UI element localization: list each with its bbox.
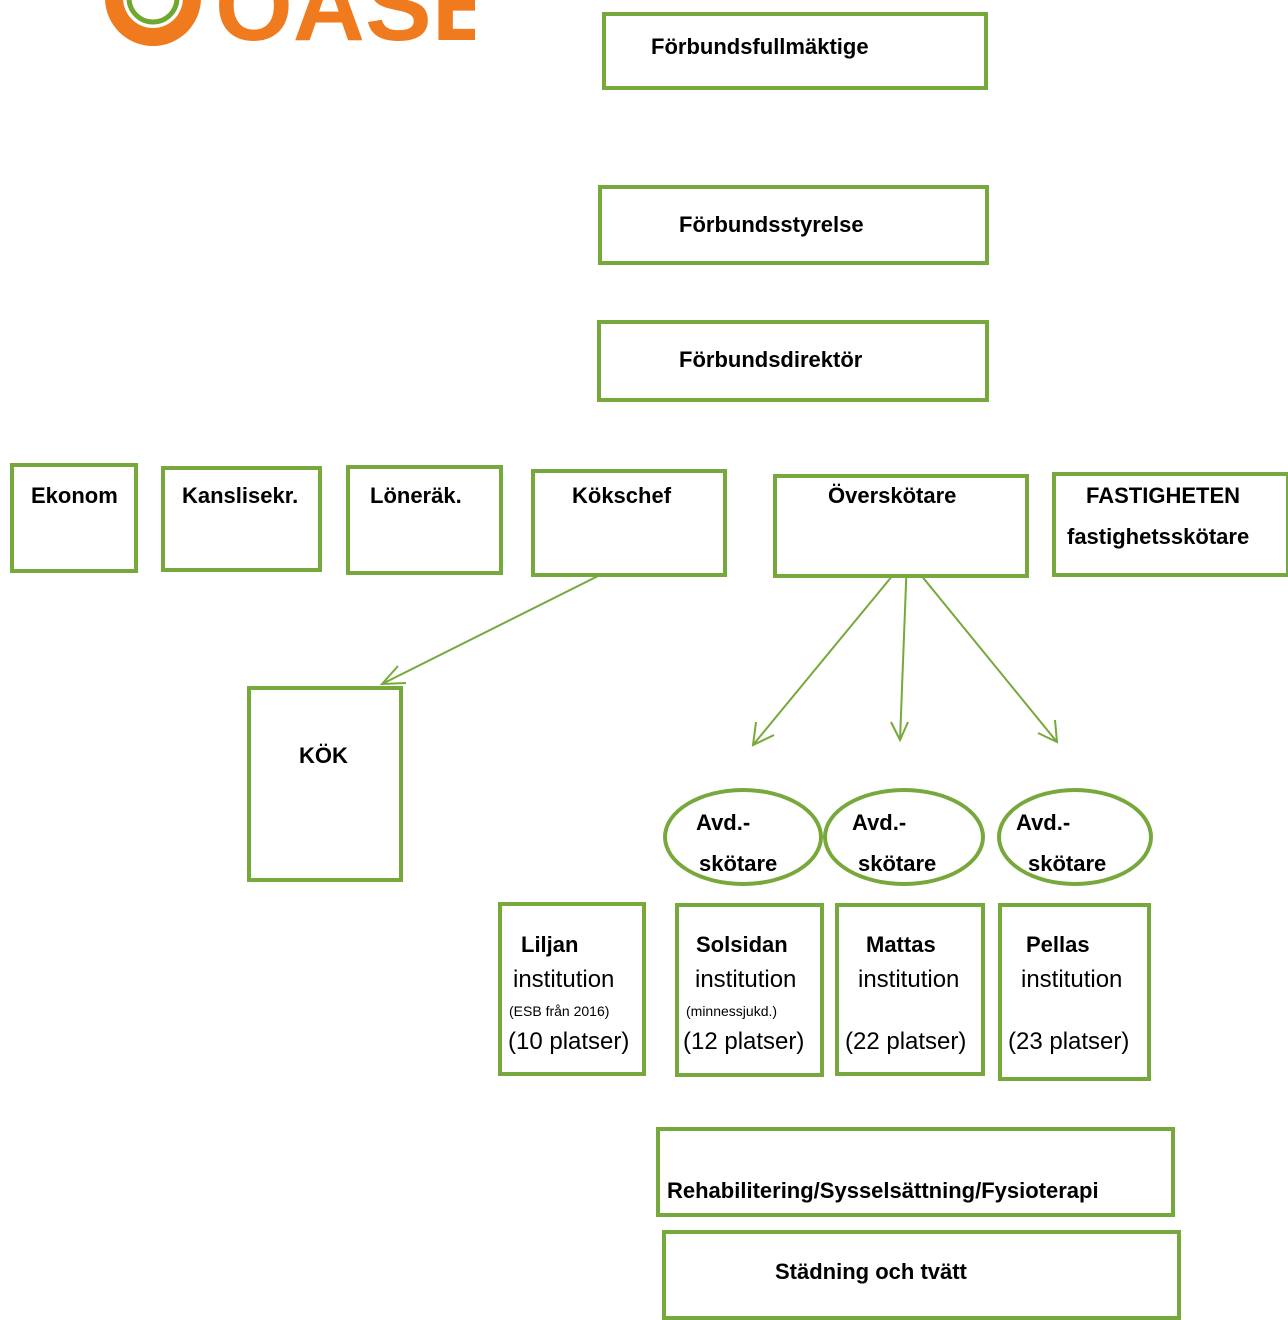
logo-text: OASEN (215, 0, 475, 60)
unit-solsidan-places: (12 platser) (683, 1028, 805, 1055)
unit-solsidan-note: (minnessjukd.) (686, 1003, 778, 1019)
unit-liljan-note: (ESB från 2016) (509, 1003, 610, 1019)
box-kokschef (531, 469, 727, 577)
label-avd2-line2: skötare (858, 851, 937, 876)
unit-pellas-name: Pellas (1026, 932, 1090, 957)
label-avd3-line1: Avd.- (1016, 810, 1071, 835)
box-unit-mattas (835, 903, 985, 1076)
label-overskotare: Överskötare (828, 483, 957, 508)
box-fastigheten (1052, 472, 1288, 577)
label-avd1-line2: skötare (699, 851, 778, 876)
oval-avd-skotare-3 (997, 788, 1153, 886)
label-rehab: Rehabilitering/Sysselsättning/Fysioterap… (667, 1178, 1099, 1203)
label-avd2-line1: Avd.- (852, 810, 907, 835)
label-avd3-line2: skötare (1028, 851, 1107, 876)
arrow-overskotare-avd2 (899, 557, 908, 741)
arrow-overskotare-avd1 (752, 557, 908, 746)
unit-liljan-places: (10 platser) (508, 1028, 630, 1055)
arrowhead-avd2 (890, 721, 909, 743)
unit-liljan-name: Liljan (521, 932, 579, 957)
box-ekonom (10, 463, 138, 573)
unit-solsidan-name: Solsidan (696, 932, 788, 957)
arrow-kokschef-kok (381, 556, 637, 685)
arrowhead-avd3 (1037, 719, 1059, 744)
oval-avd-skotare-2 (823, 788, 985, 886)
box-lonerak (346, 465, 503, 575)
label-forbundsdirektor: Förbundsdirektör (679, 347, 863, 372)
box-forbundsdirektor (597, 320, 989, 402)
label-ekonom: Ekonom (31, 483, 118, 508)
label-fastigheten: FASTIGHETEN (1086, 483, 1241, 508)
label-kokschef: Kökschef (572, 483, 672, 508)
unit-liljan-type: institution (513, 966, 615, 993)
label-forbundsfullmaktige: Förbundsfullmäktige (651, 34, 869, 59)
oval-avd-skotare-1 (663, 788, 823, 886)
label-forbundsstyrelse: Förbundsstyrelse (679, 212, 864, 237)
box-kanslisekr (161, 466, 322, 572)
box-unit-liljan (498, 902, 646, 1076)
label-kok: KÖK (299, 743, 348, 768)
label-lonerak: Löneräk. (370, 483, 462, 508)
box-forbundsstyrelse (598, 185, 989, 265)
box-forbundsfullmaktige (602, 12, 988, 90)
unit-mattas-type: institution (858, 966, 960, 993)
unit-pellas-type: institution (1021, 966, 1123, 993)
label-kanslisekr: Kanslisekr. (182, 483, 299, 508)
box-unit-solsidan (675, 903, 824, 1077)
box-unit-pellas (998, 903, 1151, 1081)
arrowhead-avd1 (751, 721, 775, 747)
unit-solsidan-type: institution (695, 966, 797, 993)
unit-mattas-name: Mattas (866, 932, 936, 957)
arrow-overskotare-avd3 (906, 557, 1058, 743)
box-overskotare (773, 474, 1029, 578)
label-fastighetsskotare: fastighetsskötare (1067, 524, 1250, 549)
unit-pellas-places: (23 platser) (1008, 1028, 1130, 1055)
arrowhead-kok (379, 665, 407, 686)
unit-mattas-places: (22 platser) (845, 1028, 967, 1055)
oasen-logo: OASEN (105, 0, 475, 60)
label-stadning: Städning och tvätt (775, 1259, 967, 1284)
box-rehab (656, 1127, 1175, 1217)
label-avd1-line1: Avd.- (696, 810, 751, 835)
box-kok (247, 686, 403, 882)
